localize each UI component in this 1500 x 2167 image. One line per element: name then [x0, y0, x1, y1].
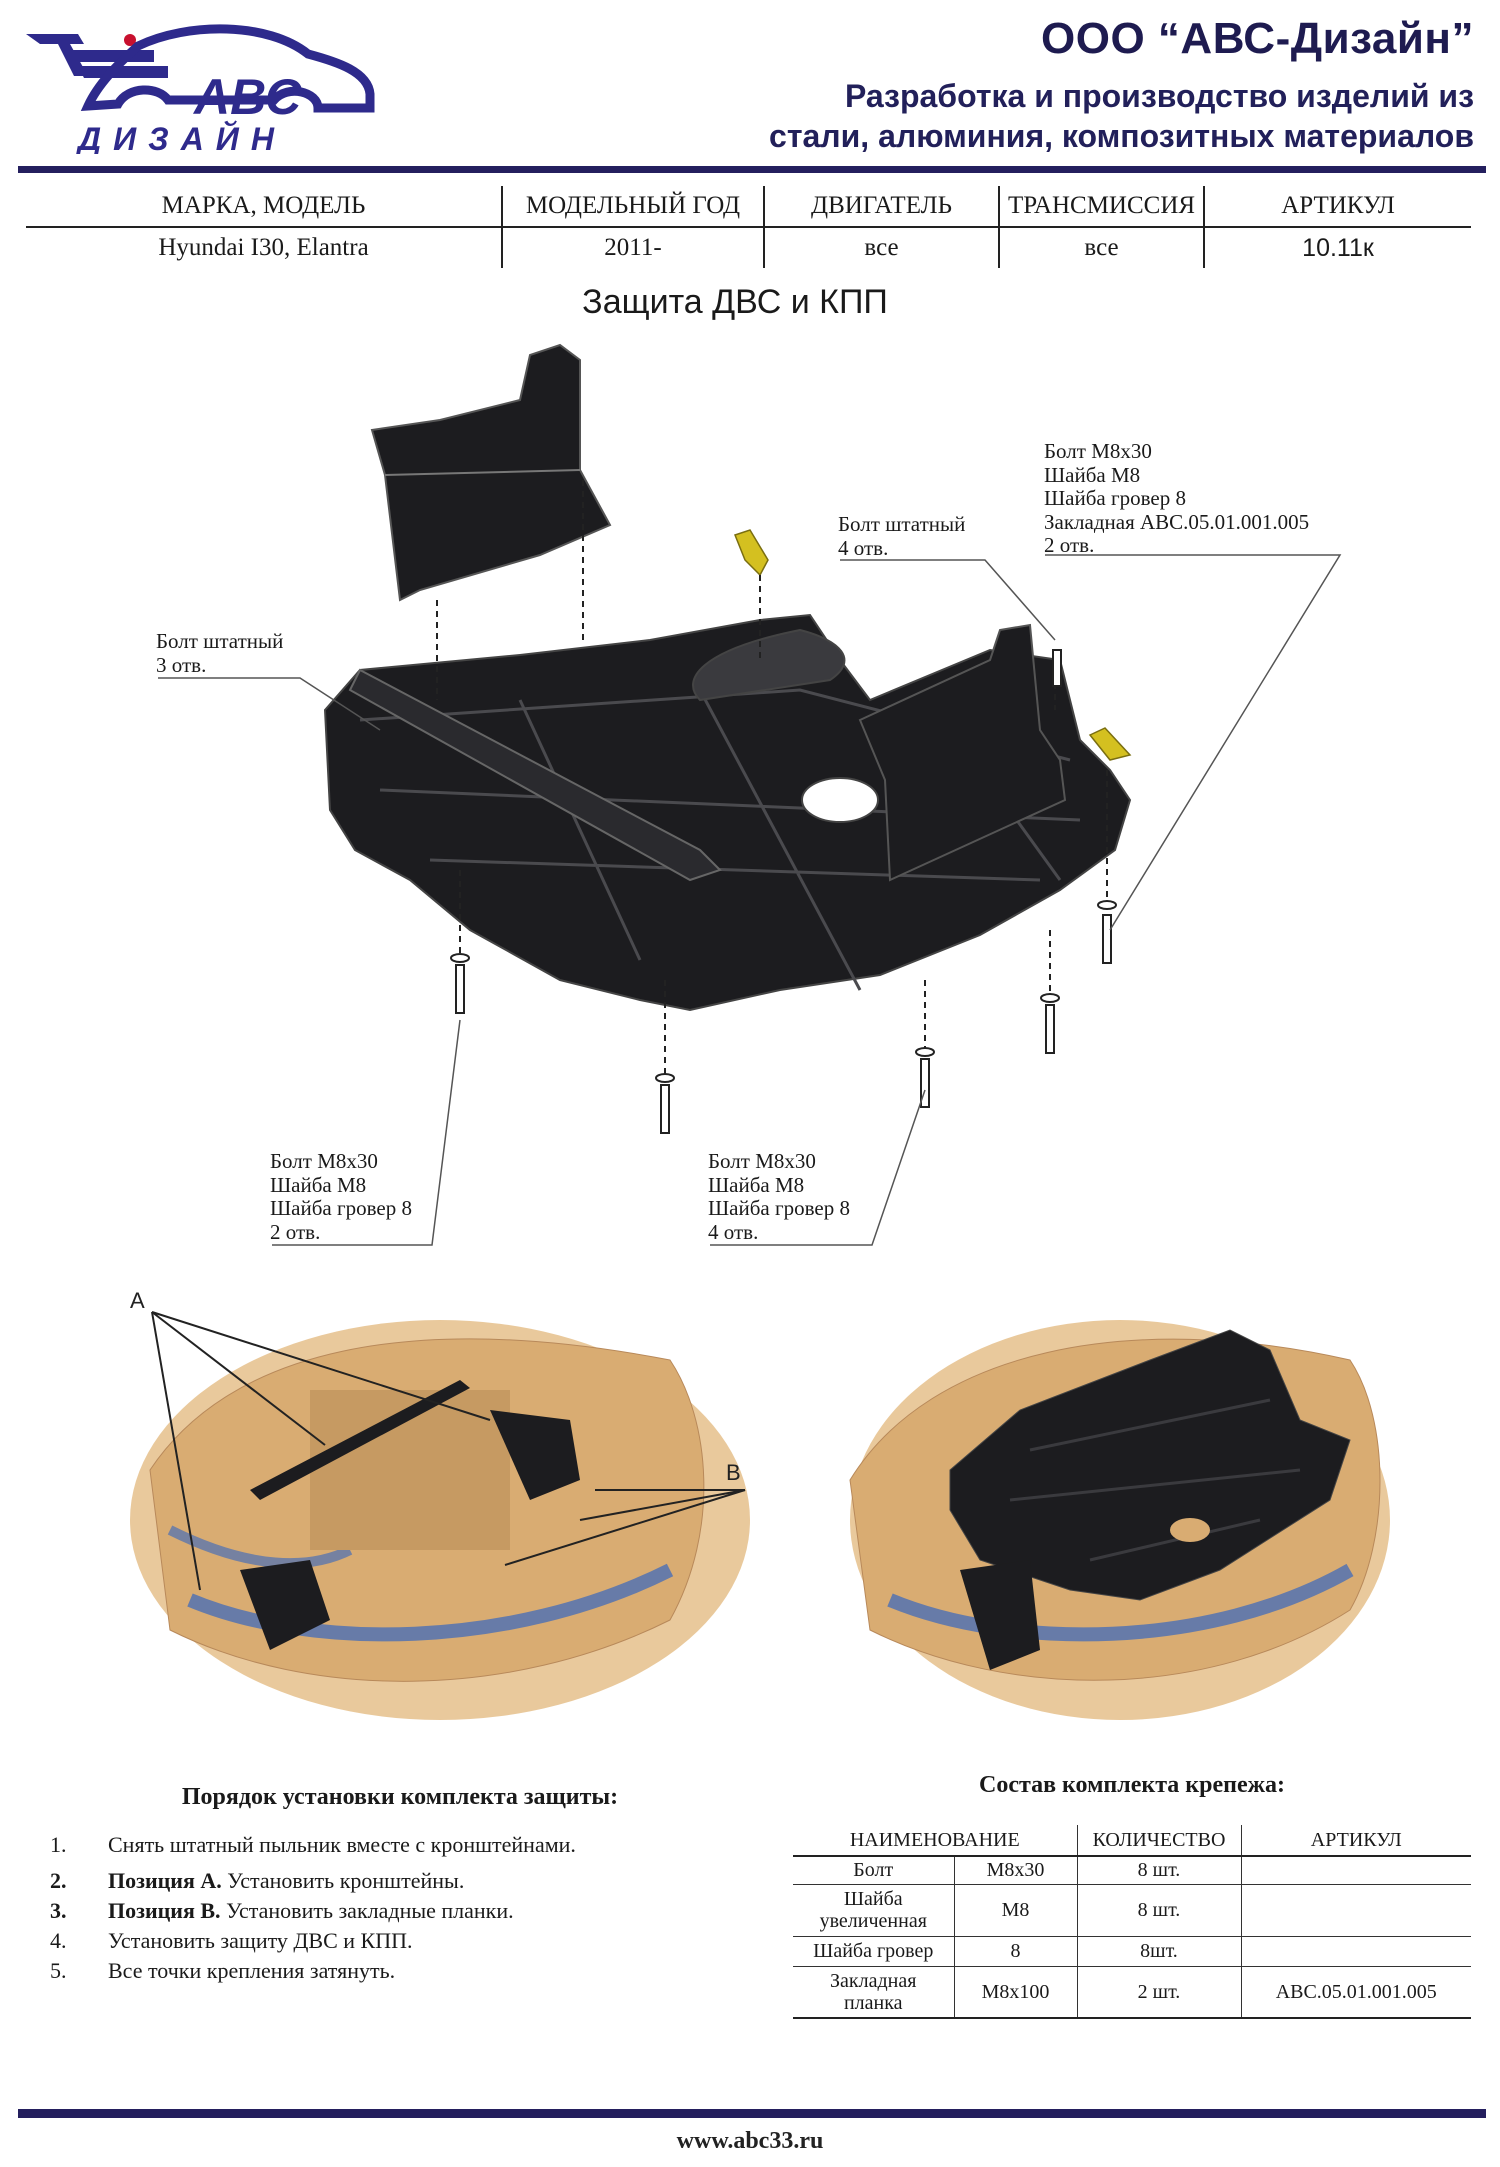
step-position: Позиция А.	[108, 1868, 222, 1893]
spec-header-engine: ДВИГАТЕЛЬ	[764, 186, 1000, 228]
spec-value-article: 10.11к	[1302, 233, 1374, 262]
tagline-line-1: Разработка и производство изделий из	[844, 78, 1474, 114]
logo-subtext: ДИЗАЙН	[75, 121, 286, 154]
spec-value-model: Hyundai I30, Elantra	[26, 227, 503, 268]
install-step-4: 4. Установить защиту ДВС и КПП.	[50, 1926, 576, 1956]
step-text: Все точки крепления затянуть.	[108, 1958, 396, 1983]
logo-text: АВС	[192, 69, 302, 125]
tagline-line-2: стали, алюминия, композитных материалов	[769, 118, 1474, 154]
step-position: Позиция В.	[108, 1898, 221, 1923]
kit-row-qty: 8 шт.	[1076, 1855, 1242, 1885]
kit-row-article	[1240, 1855, 1471, 1885]
spec-header-article: АРТИКУЛ	[1204, 186, 1471, 228]
header-divider	[18, 166, 1486, 173]
company-name: ООО “АВС-Дизайн”	[1041, 14, 1474, 63]
company-logo: АВС ДИЗАЙН	[18, 14, 378, 157]
spec-table: МАРКА, МОДЕЛЬ МОДЕЛЬНЫЙ ГОД ДВИГАТЕЛЬ ТР…	[26, 186, 1471, 268]
kit-row-qty: 8шт.	[1076, 1936, 1242, 1967]
kit-row-article	[1240, 1884, 1471, 1937]
callout-standard-bolt-3: Болт штатный 3 отв.	[156, 629, 284, 677]
vehicle-underside-installed-photo	[849, 1320, 1390, 1720]
callout-bolt-embed: Болт М8х30 Шайба М8 Шайба гровер 8 Закла…	[1044, 439, 1310, 557]
step-number: 5.	[50, 1958, 67, 1983]
callout-bolt-m8-4: Болт М8х30 Шайба М8 Шайба гровер 8 4 отв…	[708, 1149, 850, 1244]
kit-row-size: М8	[953, 1884, 1078, 1937]
mount-lines	[436, 480, 1108, 1075]
spec-value-transmission: все	[999, 227, 1205, 268]
page-title: Защита ДВС и КПП	[582, 283, 888, 321]
kit-row-name: Болт	[793, 1855, 955, 1885]
install-step-3: 3. Позиция В. Установить закладные планк…	[50, 1896, 576, 1926]
step-text: Установить кронштейны.	[221, 1868, 465, 1893]
install-step-2: 2. Позиция А. Установить кронштейны.	[50, 1866, 576, 1896]
logo-car-icon: АВС ДИЗАЙН	[26, 24, 375, 157]
kit-row-size: М8х100	[953, 1966, 1078, 2019]
spec-header-row: МАРКА, МОДЕЛЬ МОДЕЛЬНЫЙ ГОД ДВИГАТЕЛЬ ТР…	[26, 186, 1471, 228]
kit-row: Закладная планка М8х100 2 шт. АВС.05.01.…	[793, 1966, 1471, 2019]
step-text: Установить закладные планки.	[220, 1898, 514, 1923]
kit-row-size: М8х30	[953, 1855, 1078, 1885]
spec-header-model: МАРКА, МОДЕЛЬ	[26, 186, 503, 228]
install-title: Порядок установки комплекта защиты:	[181, 1784, 619, 1810]
kit-row: Шайба гровер 8 8шт.	[793, 1936, 1471, 1967]
embed-plates-drawing	[734, 529, 1132, 761]
kit-header-name: НАИМЕНОВАНИЕ	[793, 1825, 1077, 1857]
bolt-icons	[450, 649, 1117, 1134]
kit-header-row: НАИМЕНОВАНИЕ КОЛИЧЕСТВО АРТИКУЛ	[793, 1825, 1471, 1857]
kit-table: НАИМЕНОВАНИЕ КОЛИЧЕСТВО АРТИКУЛ Болт М8х…	[793, 1825, 1471, 2019]
kit-title: Состав комплекта крепежа:	[979, 1772, 1285, 1798]
callout-standard-bolt-4: Болт штатный 4 отв.	[838, 512, 966, 560]
footer-divider	[18, 2109, 1486, 2118]
step-text: Установить защиту ДВС и КПП.	[108, 1928, 413, 1953]
kit-row-size: 8	[953, 1936, 1078, 1967]
photo-label-b: B	[726, 1460, 741, 1485]
kit-row-article	[1240, 1936, 1471, 1967]
exploded-diagram	[158, 343, 1342, 1246]
spec-value-engine: все	[764, 227, 1000, 268]
callout-bolt-m8-2: Болт М8х30 Шайба М8 Шайба гровер 8 2 отв…	[270, 1149, 412, 1244]
kit-row-qty: 8 шт.	[1076, 1884, 1242, 1937]
step-number: 2.	[50, 1868, 67, 1893]
spec-header-year: МОДЕЛЬНЫЙ ГОД	[502, 186, 765, 228]
kit-row-name: Закладная планка	[793, 1966, 955, 2019]
right-bracket-drawing	[858, 623, 1067, 882]
install-step-1: 1. Снять штатный пыльник вместе с кроншт…	[50, 1830, 576, 1860]
install-step-5: 5. Все точки крепления затянуть.	[50, 1956, 576, 1986]
step-number: 3.	[50, 1898, 67, 1923]
kit-row: Шайба увеличенная М8 8 шт.	[793, 1884, 1471, 1937]
kit-header-article: АРТИКУЛ	[1241, 1825, 1471, 1857]
install-steps-list: 1. Снять штатный пыльник вместе с кроншт…	[50, 1830, 576, 1986]
kit-row-article: АВС.05.01.001.005	[1240, 1966, 1471, 2019]
kit-header-qty: КОЛИЧЕСТВО	[1076, 1825, 1242, 1857]
step-text: Снять штатный пыльник вместе с кронштейн…	[108, 1832, 576, 1857]
footer-url[interactable]: www.abc33.ru	[676, 2128, 824, 2154]
kit-row: Болт М8х30 8 шт.	[793, 1855, 1471, 1885]
kit-row-name: Шайба увеличенная	[793, 1884, 955, 1937]
vehicle-underside-position-photo: A B	[130, 1288, 750, 1720]
photo-label-a: A	[130, 1288, 145, 1313]
left-bracket-drawing	[370, 343, 612, 602]
leader-lines	[158, 554, 1342, 1246]
kit-row-name: Шайба гровер	[793, 1936, 955, 1967]
kit-row-qty: 2 шт.	[1076, 1966, 1242, 2019]
spec-value-year: 2011-	[502, 227, 765, 268]
spec-header-transmission: ТРАНСМИССИЯ	[999, 186, 1205, 228]
step-number: 1.	[50, 1832, 67, 1857]
spec-value-row: Hyundai I30, Elantra 2011- все все 10.11…	[26, 227, 1471, 268]
step-number: 4.	[50, 1928, 67, 1953]
